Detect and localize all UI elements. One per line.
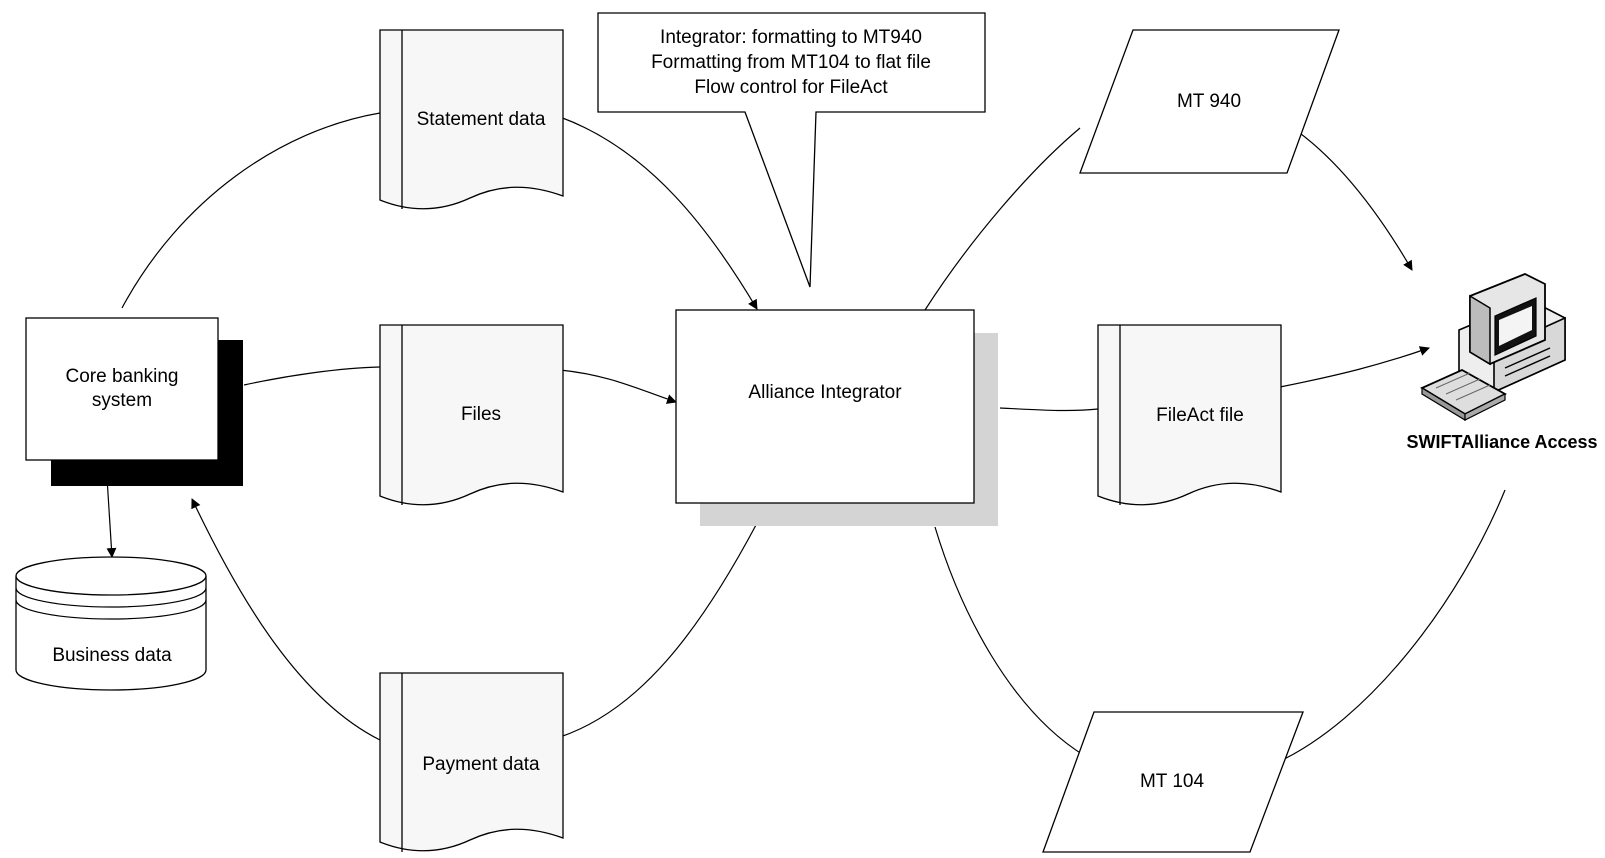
fileact-file-document: FileAct file xyxy=(1097,324,1282,506)
core-banking-label-line1: Core banking xyxy=(65,366,178,387)
callout-line2: Formatting from MT104 to flat file xyxy=(651,52,931,73)
connector-integrator-to-mt104 xyxy=(934,526,1086,757)
mt104-label: MT 104 xyxy=(1140,771,1205,792)
connector-fileact-to-swift xyxy=(1279,346,1430,388)
callout-line1: Integrator: formatting to MT940 xyxy=(660,27,922,48)
connector-mt940-to-swift xyxy=(1289,125,1413,271)
fileact-file-label: FileAct file xyxy=(1156,405,1244,426)
connector-statement-to-integrator xyxy=(559,116,758,310)
connector-files-to-integrator xyxy=(559,369,677,404)
connector-integrator-to-fileact xyxy=(999,407,1099,412)
mt104-message: MT 104 xyxy=(1042,711,1304,853)
payment-data-document: Payment data xyxy=(379,672,564,852)
integrator-callout: Integrator: formatting to MT940 Formatti… xyxy=(597,12,986,288)
mt940-shape xyxy=(1079,29,1340,174)
mt104-shape xyxy=(1042,711,1304,853)
swift-alliance-access: SWIFTAlliance Access xyxy=(1406,273,1598,452)
database-ring-2 xyxy=(15,599,207,620)
swift-alliance-access-label: SWIFTAlliance Access xyxy=(1406,432,1597,452)
payment-data-label: Payment data xyxy=(422,754,540,775)
connector-integrator-to-payment xyxy=(559,524,757,738)
connector-payment-to-core xyxy=(191,498,381,741)
connector-core-to-files xyxy=(243,366,381,386)
statement-data-label: Statement data xyxy=(417,109,546,130)
business-data-label: Business data xyxy=(52,645,172,666)
files-document: Files xyxy=(379,324,564,506)
business-data-database: Business data xyxy=(15,556,207,691)
database-ring-1 xyxy=(15,587,207,608)
alliance-integrator-box xyxy=(675,309,975,504)
core-banking-system: Core banking system xyxy=(25,317,243,486)
callout-shape xyxy=(597,12,986,288)
alliance-integrator: Alliance Integrator xyxy=(675,309,998,526)
connector-integrator-to-mt940 xyxy=(924,127,1081,311)
computer-icon xyxy=(1420,273,1566,422)
mt940-label: MT 940 xyxy=(1177,91,1241,112)
connector-core-to-statement xyxy=(121,112,381,309)
files-label: Files xyxy=(461,404,501,425)
statement-data-document: Statement data xyxy=(379,29,564,210)
core-banking-label-line2: system xyxy=(92,390,152,411)
core-banking-box xyxy=(25,317,219,461)
connector-mt104-to-swift xyxy=(1275,489,1506,764)
mt940-message: MT 940 xyxy=(1079,29,1340,174)
callout-line3: Flow control for FileAct xyxy=(694,77,888,98)
alliance-integrator-label: Alliance Integrator xyxy=(748,382,902,403)
database-top xyxy=(15,556,207,596)
